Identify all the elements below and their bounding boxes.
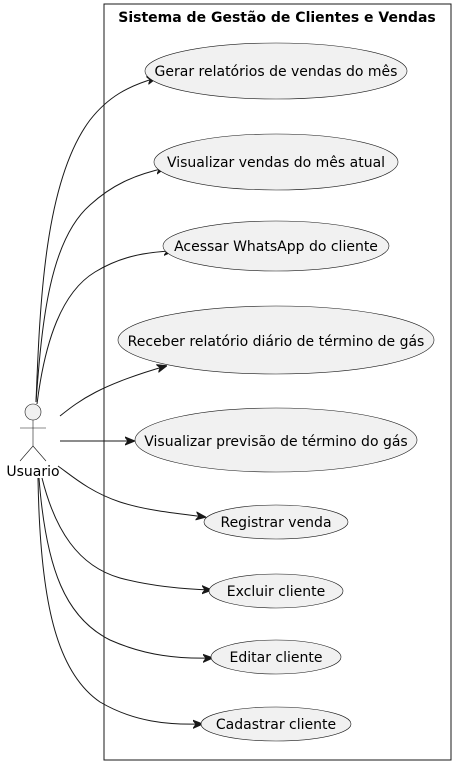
- actor-usuario: Usuario: [6, 403, 60, 480]
- edge-uc8: [38, 477, 212, 658]
- use-case-ellipse: [134, 407, 418, 473]
- actor-right-leg: [32, 445, 47, 462]
- use-case-visualizar-previsao: Visualizar previsão de término do gás: [134, 407, 418, 473]
- edge-uc1: [35, 78, 156, 403]
- use-case-ellipse: [208, 573, 344, 609]
- use-case-acessar-whatsapp: Acessar WhatsApp do cliente: [162, 220, 390, 272]
- associations: [35, 78, 212, 724]
- use-case-ellipse: [162, 220, 390, 272]
- use-case-ellipse: [117, 305, 435, 375]
- use-case-receber-relatorio: Receber relatório diário de término de g…: [117, 305, 435, 375]
- actor-name: Usuario: [6, 464, 59, 480]
- use-case-label: Editar cliente: [230, 650, 323, 666]
- actor-head: [24, 403, 42, 421]
- use-case-excluir-cliente: Excluir cliente: [208, 573, 344, 609]
- system-title: Sistema de Gestão de Clientes e Vendas: [118, 10, 435, 26]
- actor-left-leg: [19, 445, 34, 462]
- use-case-label: Registrar venda: [220, 515, 331, 531]
- use-case-cadastrar-cliente: Cadastrar cliente: [200, 706, 352, 742]
- use-case-visualizar-vendas: Visualizar vendas do mês atual: [153, 133, 399, 191]
- use-case-label: Visualizar previsão de término do gás: [144, 434, 407, 450]
- edge-uc4: [59, 366, 166, 417]
- edge-uc2: [35, 168, 165, 403]
- edge-uc9: [37, 477, 202, 724]
- use-case-label: Gerar relatórios de vendas do mês: [155, 64, 398, 80]
- edge-uc3: [36, 251, 173, 405]
- edge-uc7: [41, 477, 211, 590]
- edge-uc6: [57, 465, 205, 517]
- use-case-label: Acessar WhatsApp do cliente: [174, 239, 378, 255]
- use-case-ellipse: [200, 706, 352, 742]
- use-case-ellipse: [203, 504, 349, 540]
- use-case-ellipse: [210, 639, 342, 675]
- use-case-label: Visualizar vendas do mês atual: [167, 155, 385, 171]
- use-case-gerar-relatorios: Gerar relatórios de vendas do mês: [144, 42, 408, 100]
- use-case-label: Cadastrar cliente: [216, 717, 336, 733]
- use-case-label: Excluir cliente: [227, 584, 326, 600]
- system-boundary: [103, 3, 452, 761]
- use-case-label: Receber relatório diário de término de g…: [128, 334, 425, 350]
- use-case-ellipse: [144, 42, 408, 100]
- use-case-ellipse: [153, 133, 399, 191]
- use-case-editar-cliente: Editar cliente: [210, 639, 342, 675]
- use-case-registrar-venda: Registrar venda: [203, 504, 349, 540]
